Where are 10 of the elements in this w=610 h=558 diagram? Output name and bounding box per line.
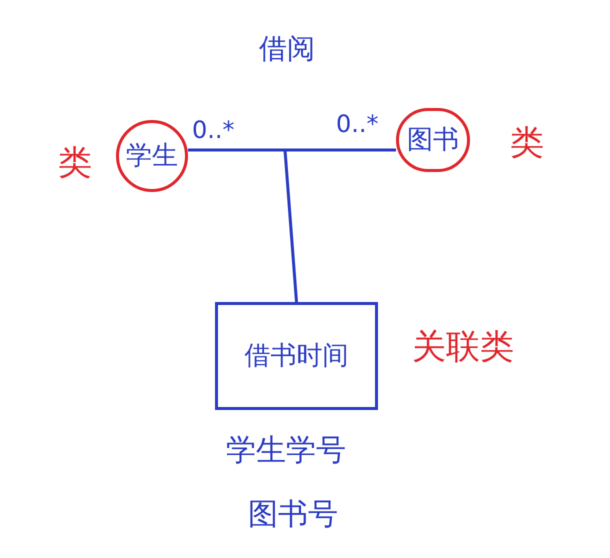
class-label: 类 [58, 142, 92, 185]
attribute-label: 学生学号 [226, 432, 346, 470]
class-box: 借书时间 [215, 302, 378, 410]
connector-line [188, 148, 396, 152]
connector-line [284, 150, 298, 302]
class-label: 关联类 [412, 326, 514, 369]
class-label: 类 [510, 122, 544, 165]
multiplicity-label: 0..* [336, 109, 379, 140]
attribute-label: 图书号 [248, 496, 338, 534]
multiplicity-label: 0..* [192, 115, 235, 146]
